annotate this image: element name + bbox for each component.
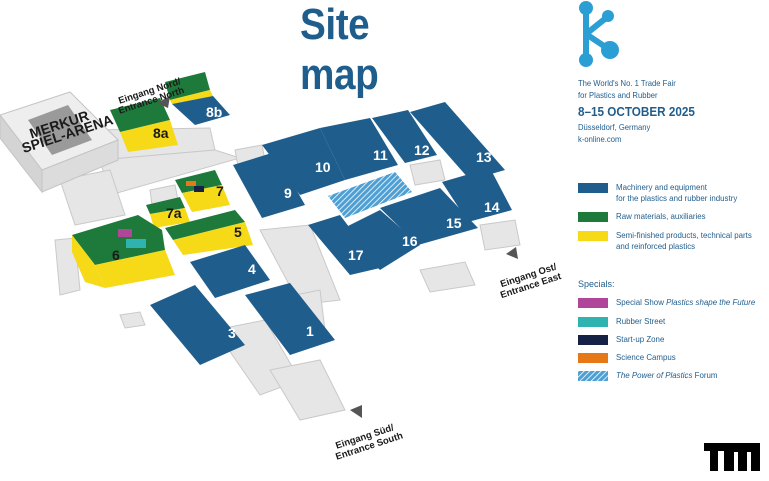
rubber-street-marker — [126, 239, 146, 248]
hall-10[interactable]: 10 — [262, 128, 345, 195]
hall-11-label: 11 — [373, 147, 388, 163]
k-fair-logo-icon — [579, 1, 619, 67]
fair-tagline-line2: for Plastics and Rubber — [578, 90, 658, 100]
legend-power-of-plastics-italic: The Power of Plastics — [616, 370, 693, 380]
hall-6[interactable]: 6 — [72, 215, 175, 288]
legend-machinery: Machinery and equipment for the plastics… — [578, 182, 748, 204]
legend-swatch-startup-zone — [578, 335, 608, 345]
site-map: MERKUR SPIEL-ARENA 8a 8b 7 7a 6 — [0, 72, 563, 463]
legend-swatch-power-of-plastics — [578, 371, 608, 381]
hall-6-label: 6 — [112, 247, 120, 263]
entrance-east[interactable]: Eingang Ost/ Entrance East — [499, 247, 563, 301]
hall-1-label: 1 — [306, 323, 314, 339]
entrance-south-arrow-icon — [350, 405, 362, 418]
legend-swatch-raw-materials — [578, 212, 608, 222]
legend-power-of-plastics: The Power of Plastics Forum — [578, 370, 726, 381]
hall-7a-label: 7a — [166, 205, 182, 221]
hall-8b[interactable]: 8b — [165, 72, 230, 125]
power-of-plastics-forum[interactable] — [328, 172, 412, 218]
legend-raw-materials: Raw materials, auxiliaries — [578, 211, 713, 222]
hall-7[interactable]: 7 — [175, 170, 230, 212]
hall-1[interactable]: 1 — [245, 283, 335, 355]
startup-zone-marker — [194, 186, 204, 192]
hall-15-label: 15 — [446, 215, 462, 231]
legend-swatch-rubber-street — [578, 317, 608, 327]
legend-swatch-science-campus — [578, 353, 608, 363]
legend-startup-zone: Start-up Zone — [578, 334, 669, 345]
hall-11[interactable]: 11 — [320, 118, 398, 180]
hall-14-label: 14 — [484, 199, 500, 215]
hall-4[interactable]: 4 — [190, 245, 270, 298]
legend-startup-zone-label: Start-up Zone — [616, 334, 665, 344]
hall-8b-label: 8b — [206, 104, 222, 120]
legend-semi-finished-line2: and reinforced plastics — [616, 241, 696, 251]
entrance-north-arrow-icon — [157, 96, 170, 108]
hall-17-label: 17 — [348, 247, 364, 263]
hall-15[interactable]: 15 — [380, 188, 478, 245]
hall-7a[interactable]: 7a — [146, 197, 190, 228]
hall-3[interactable]: 3 — [150, 285, 245, 365]
fair-dates: 8–15 OCTOBER 2025 — [578, 104, 695, 119]
hall-10-label: 10 — [315, 159, 331, 175]
legend-science-campus: Science Campus — [578, 352, 681, 363]
legend-rubber-street-label: Rubber Street — [616, 316, 666, 326]
legend-semi-finished-line1: Semi-finished products, technical parts — [616, 230, 752, 240]
legend-raw-materials-line1: Raw materials, auxiliaries — [616, 211, 706, 221]
hall-16[interactable]: 16 — [340, 210, 420, 270]
hall-3-label: 3 — [228, 325, 236, 341]
legend-semi-finished: Semi-finished products, technical parts … — [578, 230, 764, 252]
hall-9-label: 9 — [284, 185, 292, 201]
hall-8a-label: 8a — [153, 125, 169, 141]
hall-14[interactable]: 14 — [442, 168, 512, 222]
hall-17[interactable]: 17 — [308, 215, 380, 275]
entrance-east-arrow-icon — [506, 247, 518, 259]
legend-special-show-prefix: Special Show — [616, 297, 667, 307]
hall-5-label: 5 — [234, 224, 242, 240]
fair-city: Düsseldorf, Germany — [578, 122, 651, 132]
fair-tagline-line1: The World's No. 1 Trade Fair — [578, 78, 676, 88]
hall-12-label: 12 — [414, 142, 430, 158]
legend-rubber-street: Rubber Street — [578, 316, 670, 327]
science-campus-marker — [186, 181, 196, 186]
legend-machinery-line1: Machinery and equipment — [616, 182, 707, 192]
special-show-marker — [118, 229, 132, 237]
entrance-south[interactable]: Eingang Süd/ Entrance South — [334, 405, 405, 463]
hall-13[interactable]: 13 — [410, 102, 505, 180]
hall-16-label: 16 — [402, 233, 418, 249]
hall-7-label: 7 — [216, 183, 224, 199]
hall-9[interactable]: 9 — [233, 152, 305, 218]
hall-4-label: 4 — [248, 261, 256, 277]
legend-swatch-machinery — [578, 183, 608, 193]
hall-13-label: 13 — [476, 149, 492, 165]
messe-duesseldorf-logo-icon — [704, 443, 760, 471]
legend-specials-heading: Specials: — [578, 279, 615, 289]
hall-5[interactable]: 5 — [165, 210, 253, 255]
legend-swatch-semi-finished — [578, 231, 608, 241]
legend-science-campus-label: Science Campus — [616, 352, 676, 362]
page-title: Site map — [300, 0, 379, 99]
merkur-spiel-arena[interactable]: MERKUR SPIEL-ARENA — [0, 91, 119, 194]
hall-12[interactable]: 12 — [372, 110, 437, 163]
legend-machinery-line2: for the plastics and rubber industry — [616, 193, 738, 203]
legend-swatch-special-show — [578, 298, 608, 308]
legend-special-show: Special Show Plastics shape the Future — [578, 297, 767, 308]
legend-power-of-plastics-suffix: Forum — [692, 370, 718, 380]
legend-special-show-italic: Plastics shape the Future — [666, 297, 756, 307]
fair-website-link[interactable]: k-online.com — [578, 134, 622, 144]
hall-8a[interactable]: 8a — [110, 98, 178, 152]
